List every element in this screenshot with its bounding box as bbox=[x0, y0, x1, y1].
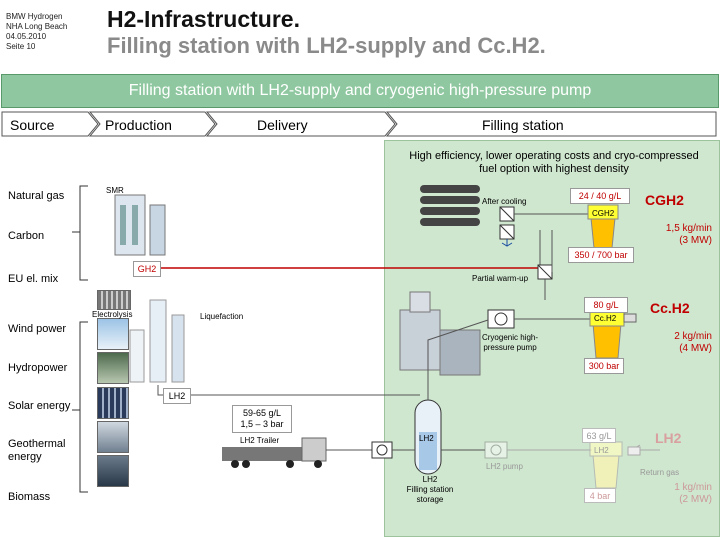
page-title: H2-Infrastructure. bbox=[107, 6, 300, 32]
wind-photo bbox=[97, 318, 129, 350]
meta-line: NHA Long Beach bbox=[6, 22, 68, 31]
meta-line: BMW Hydrogen bbox=[6, 12, 63, 21]
storage-label-line3: storage bbox=[416, 495, 444, 504]
cryogenic-pump-icon bbox=[487, 309, 515, 329]
gh2-badge: GH2 bbox=[133, 261, 161, 277]
liquefaction-plant-icon bbox=[129, 299, 185, 383]
source-eu-el-mix: EU el. mix bbox=[8, 273, 59, 285]
banner: Filling station with LH2-supply and cryo… bbox=[1, 74, 719, 108]
lh2-badge: LH2 bbox=[163, 388, 191, 404]
cch2-power: (4 MW) bbox=[679, 343, 712, 354]
fossil-bracket bbox=[72, 185, 88, 281]
electrolysis-photo bbox=[97, 290, 131, 310]
meta-line: 04.05.2010 bbox=[6, 32, 47, 41]
cch2-rate: 2 kg/min bbox=[674, 331, 712, 342]
source-carbon: Carbon bbox=[8, 230, 45, 242]
stage-production: Production bbox=[105, 117, 172, 133]
cryo-pump-label: Cryogenic high-pressure pump bbox=[481, 333, 539, 352]
lh2-storage-tank-icon bbox=[414, 399, 442, 475]
biomass-photo bbox=[97, 455, 129, 487]
cgh2-density: 24 / 40 g/L bbox=[570, 188, 630, 204]
transfer-pump-icon bbox=[371, 441, 393, 459]
cch2-tank-label: Cc.H2 bbox=[594, 314, 617, 323]
delivery-spec-box: 59-65 g/L 1,5 – 3 bar bbox=[232, 405, 292, 433]
smr-plant-icon bbox=[114, 194, 166, 256]
geothermal-photo bbox=[97, 421, 129, 453]
cch2-nozzle-icon bbox=[623, 313, 637, 323]
source-hydropower: Hydropower bbox=[8, 362, 68, 374]
lh2-rate: 1 kg/min bbox=[674, 482, 712, 493]
source-geothermal-energy: Geothermal energy bbox=[8, 438, 66, 463]
lh2-pump-icon bbox=[484, 441, 508, 459]
trailer-label: LH2 Trailer bbox=[240, 436, 280, 445]
lh2-dispenser-label: LH2 bbox=[594, 446, 609, 455]
source-solar-energy: Solar energy bbox=[8, 400, 71, 412]
delivery-density: 59-65 g/L bbox=[242, 408, 282, 418]
liquefaction-label: Liquefaction bbox=[200, 312, 244, 321]
storage-label-line2: Filling station bbox=[406, 485, 454, 494]
lh2-trailer-icon bbox=[222, 437, 327, 468]
return-gas-label: Return gas bbox=[640, 468, 680, 477]
after-cooling-label: After cooling bbox=[482, 197, 527, 206]
cryo-storage-unit-icon bbox=[399, 291, 481, 376]
cgh2-rate: 1,5 kg/min bbox=[665, 223, 712, 234]
source-wind-power: Wind power bbox=[8, 323, 67, 335]
smr-label: SMR bbox=[106, 186, 124, 195]
page-subtitle: Filling station with LH2-supply and Cc.H… bbox=[107, 33, 546, 58]
lh2-density: 63 g/L bbox=[582, 428, 616, 443]
partial-warm-up-label: Partial warm-up bbox=[472, 274, 529, 283]
lh2-title: LH2 bbox=[655, 430, 682, 446]
cgh2-title: CGH2 bbox=[645, 192, 684, 208]
renewable-bracket bbox=[72, 321, 88, 493]
hydro-photo bbox=[97, 352, 129, 384]
stage-arrows bbox=[1, 111, 717, 137]
cgh2-tank-label: CGH2 bbox=[592, 209, 615, 218]
electrolysis-label: Electrolysis bbox=[92, 310, 133, 319]
stage-source: Source bbox=[10, 117, 55, 133]
source-natural-gas: Natural gas bbox=[8, 190, 65, 202]
cgh2-pressure: 350 / 700 bar bbox=[568, 247, 634, 263]
lh2-power: (2 MW) bbox=[679, 494, 712, 505]
header-meta: BMW Hydrogen NHA Long Beach 04.05.2010 S… bbox=[6, 12, 67, 52]
cch2-tank-icon bbox=[589, 309, 637, 359]
lh2-nozzle-icon bbox=[627, 446, 641, 456]
lh2-line bbox=[157, 385, 420, 396]
after-cooling-coils-icon bbox=[420, 185, 480, 226]
stage-delivery: Delivery bbox=[257, 117, 308, 133]
cch2-title: Cc.H2 bbox=[650, 300, 690, 316]
lh2-pressure: 4 bar bbox=[584, 488, 616, 503]
lh2-pump-label: LH2 pump bbox=[486, 462, 523, 471]
meta-line: Seite 10 bbox=[6, 42, 36, 51]
cch2-pressure: 300 bar bbox=[584, 358, 624, 374]
stage-filling-station: Filling station bbox=[482, 117, 564, 133]
cch2-density: 80 g/L bbox=[584, 297, 628, 313]
storage-tank-inner-label: LH2 bbox=[419, 434, 434, 443]
storage-label: LH2 bbox=[422, 475, 438, 484]
lh2-dispenser-tank-icon bbox=[589, 441, 623, 489]
solar-photo bbox=[97, 387, 129, 419]
delivery-capacity: 1,5 – 3 bar bbox=[240, 419, 284, 429]
cgh2-tank-icon bbox=[587, 204, 619, 249]
source-biomass: Biomass bbox=[8, 491, 51, 503]
flow-arrow-icon bbox=[501, 239, 513, 247]
efficiency-note: High efficiency, lower operating costs a… bbox=[409, 150, 699, 175]
cgh2-power: (3 MW) bbox=[679, 235, 712, 246]
